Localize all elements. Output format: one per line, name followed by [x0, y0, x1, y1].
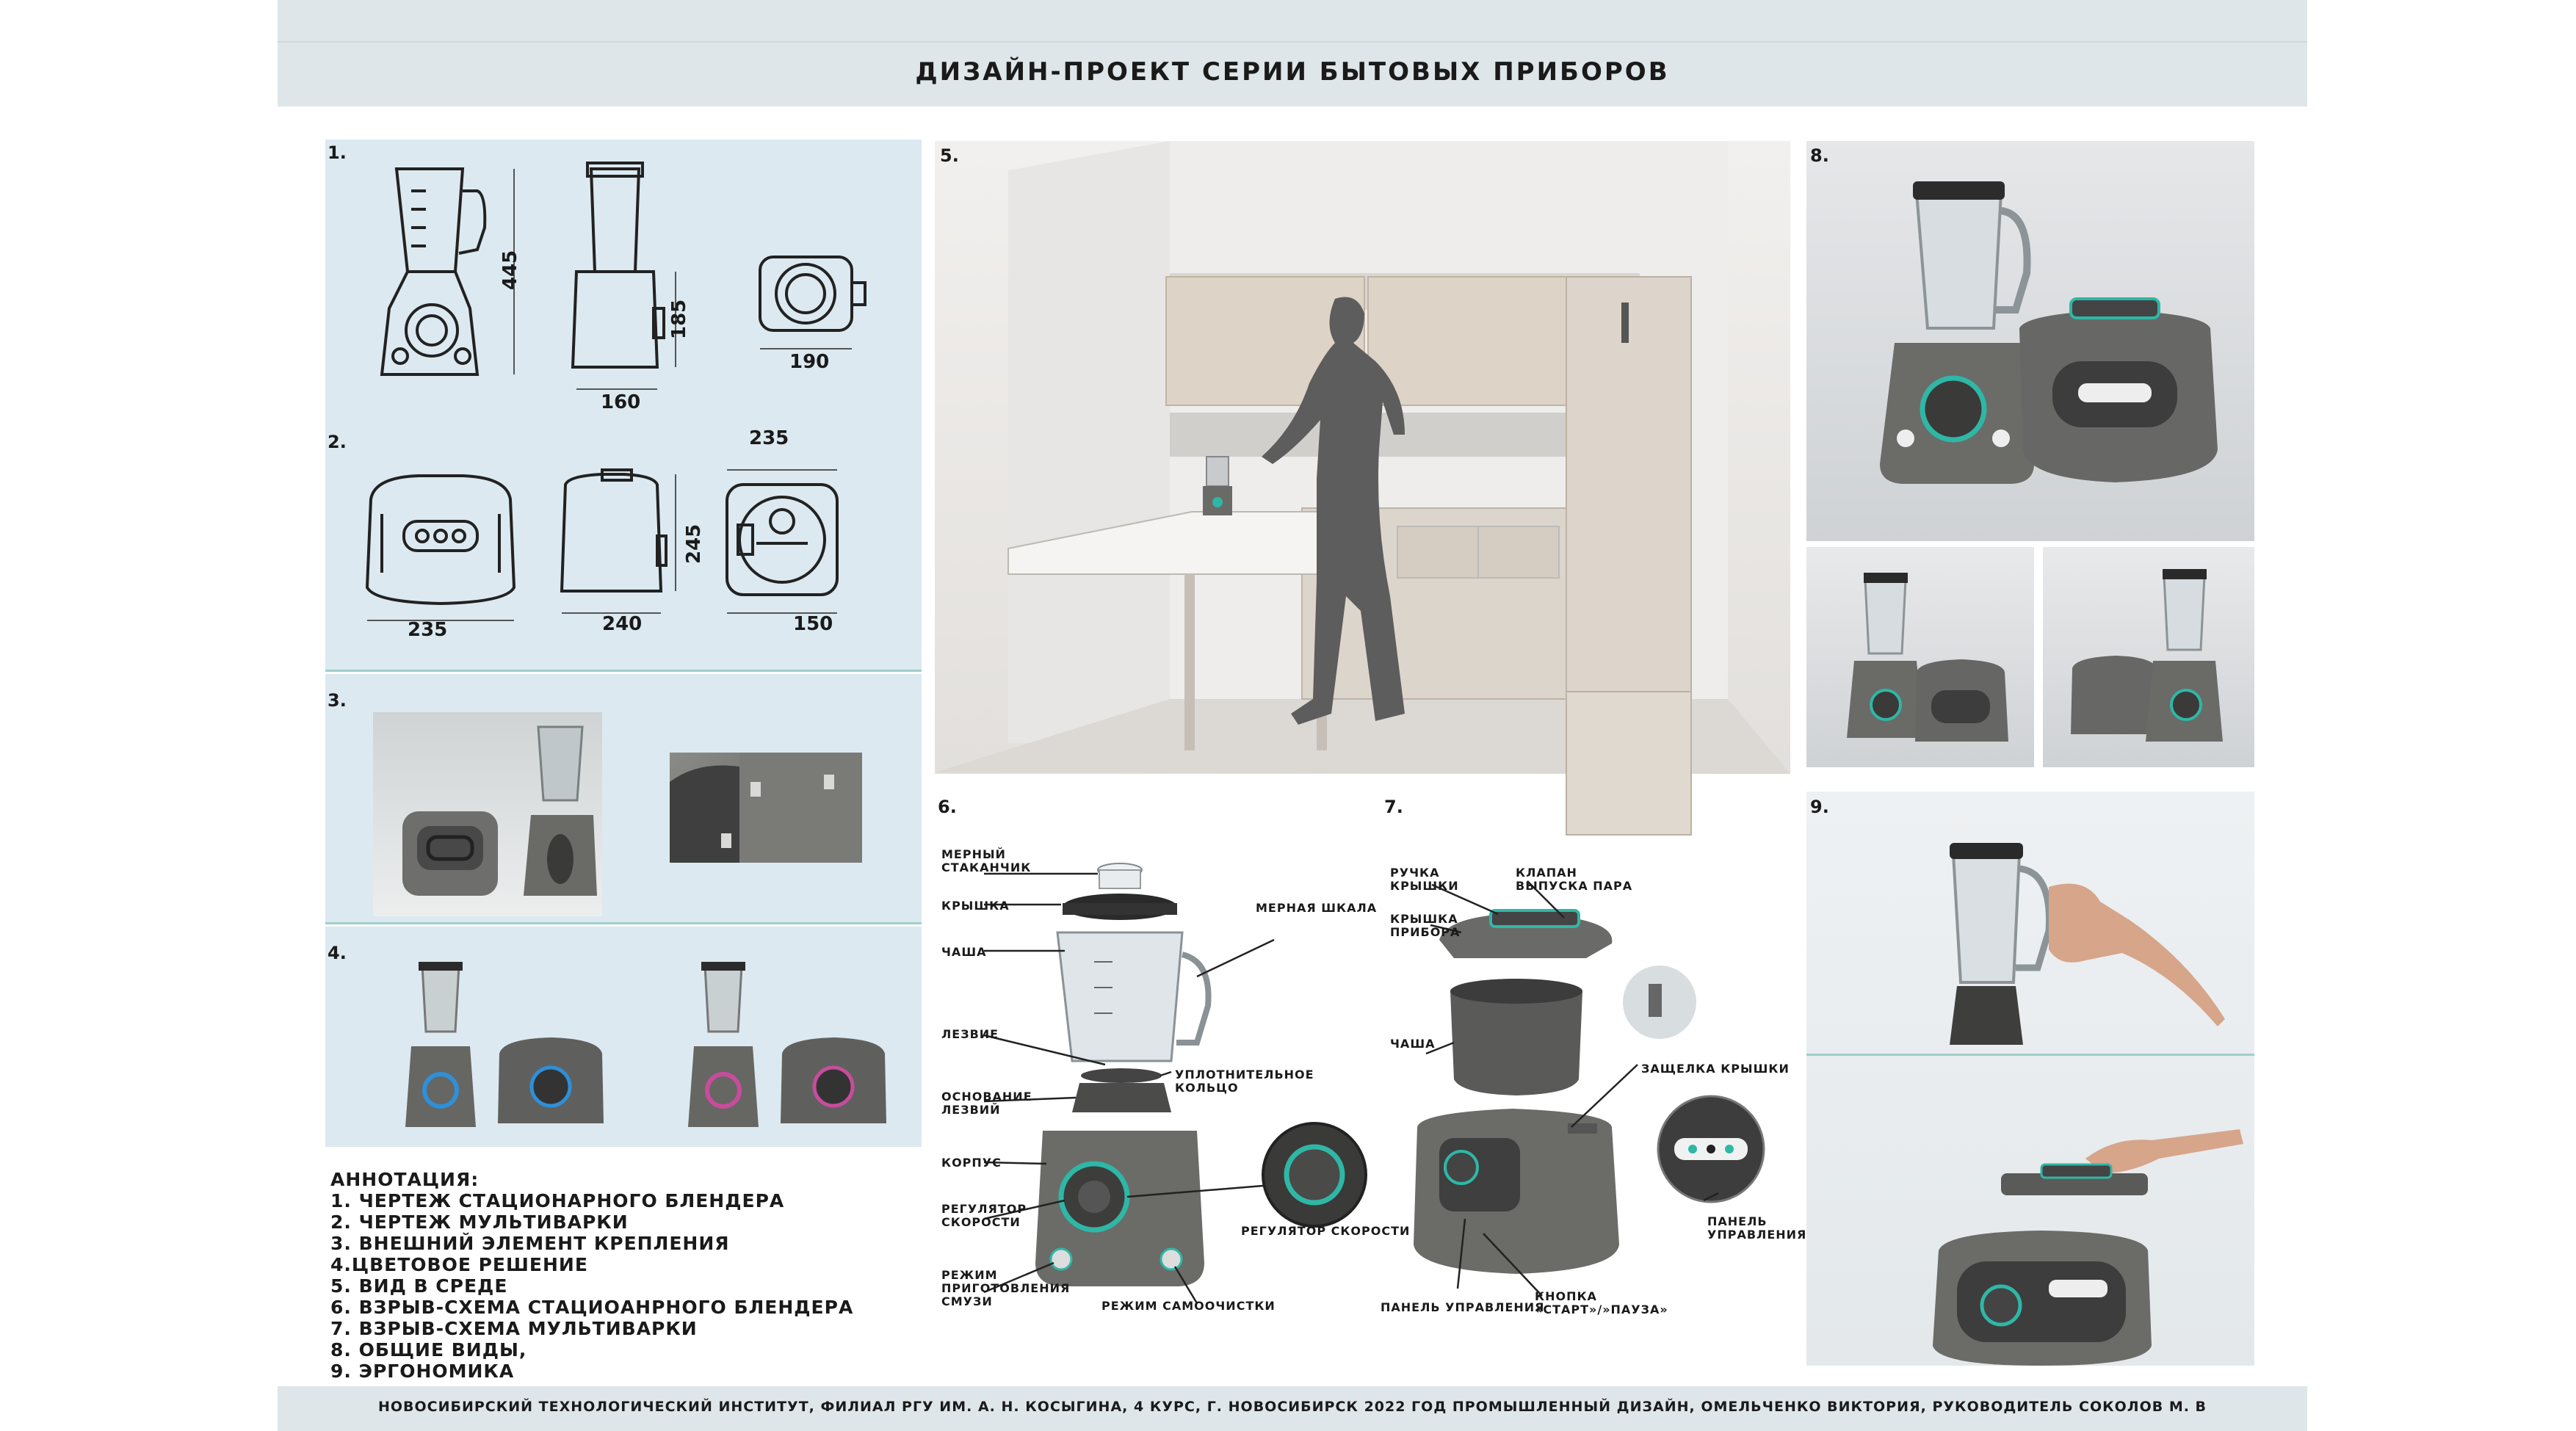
callout-blades: ЛЕЗВИЕ: [941, 1027, 999, 1041]
view-back-illustration: [2071, 569, 2223, 742]
callout-lid-handle: РУЧКА КРЫШКИ: [1390, 866, 1459, 893]
dim-blender-width: 160: [601, 391, 641, 413]
section-8-label: 8.: [1810, 145, 1829, 166]
callout-bowl: ЧАША: [941, 945, 987, 959]
callout-smoothie-mode: РЕЖИМ ПРИГОТОВЛЕНИЯ СМУЗИ: [941, 1268, 1071, 1308]
callout-control-panel-detail: ПАНЕЛЬ УПРАВЛЕНИЯ: [1707, 1214, 1807, 1242]
page-title: ДИЗАЙН-ПРОЕКТ СЕРИИ БЫТОВЫХ ПРИБОРОВ: [915, 57, 1670, 87]
kitchen-scene: [935, 141, 1790, 836]
dim-cooker-side-width: 240: [602, 613, 643, 635]
dim-blender-base-height: 185: [668, 299, 690, 339]
blender-exploded-view: [983, 863, 1367, 1304]
shelf-line: [1806, 1054, 2254, 1056]
footer-credits: НОВОСИБИРСКИЙ ТЕХНОЛОГИЧЕСКИЙ ИНСТИТУТ, …: [377, 1399, 2207, 1415]
dim-cooker-front-width: 235: [408, 619, 448, 641]
callout-lid: КРЫШКА: [941, 899, 1010, 913]
callout-steam-valve: КЛАПАН ВЫПУСКА ПАРА: [1516, 866, 1633, 893]
callout-device-lid: КРЫШКА ПРИБОРА: [1390, 912, 1461, 939]
callout-speed-regulator-detail: РЕГУЛЯТОР СКОРОСТИ: [1241, 1224, 1411, 1238]
header-divider: [278, 41, 2307, 43]
section-3-label: 3.: [328, 690, 347, 711]
footer-bar: [278, 1386, 2307, 1431]
annotation-item: 3. ВНЕШНИЙ ЭЛЕМЕНТ КРЕПЛЕНИЯ: [330, 1233, 730, 1254]
dim-cooker-height: 245: [683, 524, 705, 564]
callout-self-clean: РЕЖИМ САМООЧИСТКИ: [1101, 1299, 1276, 1313]
shelf-line: [325, 670, 922, 672]
ergonomics-illustration: [1933, 843, 2243, 1366]
callout-start-pause: КНОПКА «СТАРТ»/»ПАУЗА»: [1535, 1289, 1668, 1316]
callout-blade-base: ОСНОВАНИЕ ЛЕЗВИЙ: [941, 1090, 1032, 1117]
annotation-item: 2. ЧЕРТЕЖ МУЛЬТИВАРКИ: [330, 1211, 629, 1233]
view-front-illustration: [1847, 573, 2008, 742]
dim-cooker-top-width: 235: [749, 427, 789, 449]
header-bar: [278, 0, 2307, 106]
callout-measuring-cup: МЕРНЫЙ СТАКАНЧИК: [941, 847, 1032, 874]
section-2-label: 2.: [328, 432, 347, 452]
dim-blender-depth: 190: [789, 351, 830, 373]
annotation-block: АННОТАЦИЯ: 1. ЧЕРТЕЖ СТАЦИОНАРНОГО БЛЕНД…: [330, 1169, 853, 1382]
section-9-label: 9.: [1810, 797, 1829, 817]
dim-cooker-depth: 150: [793, 613, 833, 635]
annotation-item: 4.ЦВЕТОВОЕ РЕШЕНИЕ: [330, 1254, 588, 1275]
color-variant-pink: [688, 962, 886, 1127]
section-4-label: 4.: [328, 943, 347, 963]
callout-control-panel: ПАНЕЛЬ УПРАВЛЕНИЯ: [1381, 1300, 1545, 1314]
annotation-heading: АННОТАЦИЯ:: [330, 1169, 480, 1190]
section-5-label: 5.: [940, 145, 959, 166]
annotation-item: 8. ОБЩИЕ ВИДЫ,: [330, 1339, 527, 1361]
callout-lid-latch: ЗАЩЕЛКА КРЫШКИ: [1641, 1062, 1790, 1076]
mount-pair-illustration: [402, 725, 597, 896]
shelf-line: [325, 922, 922, 924]
main-view-illustration: [1880, 181, 2218, 484]
callout-body: КОРПУС: [941, 1156, 1002, 1170]
callout-seal-ring: УПЛОТНИТЕЛЬНОЕ КОЛЬЦО: [1175, 1068, 1314, 1095]
annotation-item: 7. ВЗРЫВ-СХЕМА МУЛЬТИВАРКИ: [330, 1318, 698, 1339]
annotation-item: 1. ЧЕРТЕЖ СТАЦИОНАРНОГО БЛЕНДЕРА: [330, 1190, 785, 1211]
annotation-item: 6. ВЗРЫВ-СХЕМА СТАЦИОАНРНОГО БЛЕНДЕРА: [330, 1297, 854, 1318]
section-1-label: 1.: [328, 142, 347, 163]
mount-detail-illustration: [670, 753, 862, 863]
section-6-label: 6.: [938, 797, 957, 817]
section-7-label: 7.: [1384, 797, 1403, 817]
blender-drawing: [380, 162, 866, 390]
multicooker-exploded-view: [1414, 880, 1765, 1297]
multicooker-drawing: [365, 468, 839, 621]
callout-cooker-bowl: ЧАША: [1390, 1037, 1436, 1051]
dim-blender-height: 445: [499, 250, 521, 290]
callout-scale: МЕРНАЯ ШКАЛА: [1256, 901, 1378, 915]
callout-speed-regulator: РЕГУЛЯТОР СКОРОСТИ: [941, 1202, 1027, 1229]
annotation-item: 9. ЭРГОНОМИКА: [330, 1361, 515, 1382]
annotation-item: 5. ВИД В СРЕДЕ: [330, 1275, 508, 1297]
color-variant-blue: [405, 962, 604, 1127]
